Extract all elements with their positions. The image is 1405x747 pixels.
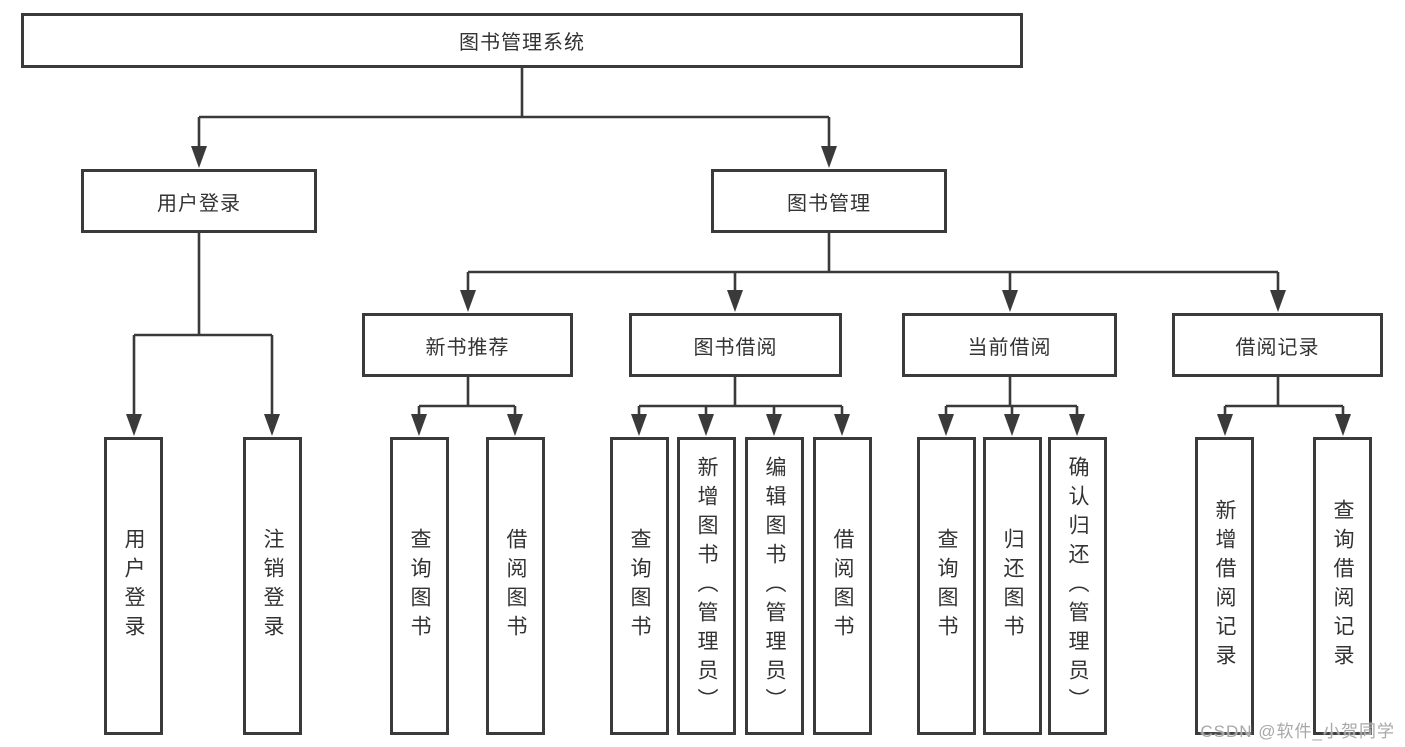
arrowhead-icon <box>411 414 427 436</box>
leaf-query-books: 查询图书 <box>390 437 449 735</box>
arrowhead-icon <box>766 414 782 436</box>
book-borrow-branch-line <box>637 377 844 416</box>
new-book-branch-line <box>417 377 517 416</box>
leaf-borrow-books: 借阅图书 <box>813 437 872 735</box>
node-borrow-records: 借阅记录 <box>1172 313 1383 377</box>
leaf-borrow-books: 借阅图书 <box>486 437 545 735</box>
node-current-borrow: 当前借阅 <box>902 313 1117 377</box>
leaf-add-borrow-record: 新增借阅记录 <box>1195 437 1254 735</box>
leaf-edit-book-admin: 编辑图书（管理员） <box>745 437 804 735</box>
arrowhead-icon <box>727 290 743 312</box>
node-user-login: 用户登录 <box>81 169 317 233</box>
arrowhead-icon <box>1270 290 1286 312</box>
borrow-records-branch-line <box>1223 377 1345 416</box>
arrowhead-icon <box>1217 414 1233 436</box>
arrowhead-icon <box>1335 414 1351 436</box>
arrowhead-icon <box>460 290 476 312</box>
leaf-add-book-admin: 新增图书（管理员） <box>677 437 736 735</box>
node-book-borrow: 图书借阅 <box>629 313 842 377</box>
csdn-watermark: CSDN @软件_小贺同学 <box>1200 722 1395 741</box>
arrowhead-icon <box>126 414 142 436</box>
arrowhead-icon <box>631 414 647 436</box>
user-login-branch-line <box>132 233 274 416</box>
arrowhead-icon <box>1002 290 1018 312</box>
arrowhead-icon <box>698 414 714 436</box>
leaf-logout: 注销登录 <box>243 437 302 735</box>
current-borrow-branch-line <box>944 377 1079 416</box>
leaf-user-login: 用户登录 <box>104 437 163 735</box>
arrowhead-icon <box>821 146 837 168</box>
arrowhead-icon <box>264 414 280 436</box>
node-book-management: 图书管理 <box>711 169 947 233</box>
node-library-management-system: 图书管理系统 <box>21 13 1023 68</box>
leaf-confirm-return-admin: 确认归还（管理员） <box>1048 437 1107 735</box>
root-branch-line <box>197 68 831 150</box>
arrowhead-icon <box>1004 414 1020 436</box>
leaf-query-books: 查询图书 <box>917 437 976 735</box>
node-new-book-recommend: 新书推荐 <box>362 313 573 377</box>
leaf-query-borrow-record: 查询借阅记录 <box>1313 437 1372 735</box>
arrowhead-icon <box>1069 414 1085 436</box>
arrowhead-icon <box>507 414 523 436</box>
leaf-query-books: 查询图书 <box>610 437 669 735</box>
leaf-return-book: 归还图书 <box>983 437 1042 735</box>
book-management-branch-line <box>466 233 1280 294</box>
arrowhead-icon <box>938 414 954 436</box>
arrowhead-icon <box>191 146 207 168</box>
arrowhead-icon <box>834 414 850 436</box>
